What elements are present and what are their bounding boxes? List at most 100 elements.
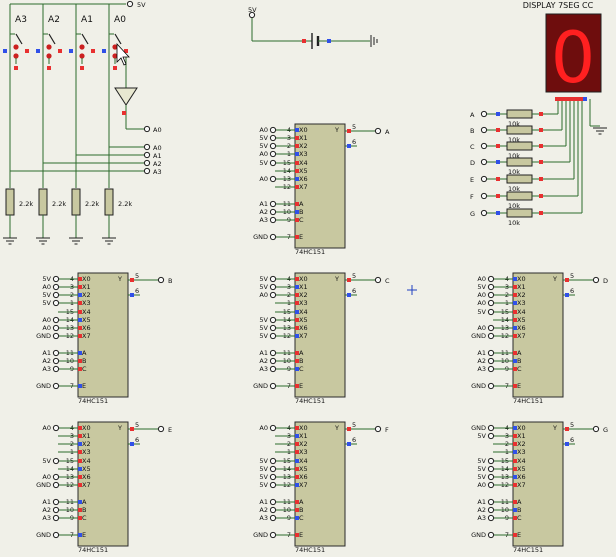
switch-a2[interactable]: A2: [36, 4, 62, 70]
segment-terminal[interactable]: [480, 142, 488, 150]
mux-input-terminal[interactable]: [269, 283, 277, 291]
bus-terminal[interactable]: [143, 159, 151, 167]
mux-select-terminal[interactable]: [487, 349, 495, 357]
mux-input-terminal[interactable]: [269, 142, 277, 150]
mux-output-terminal[interactable]: [157, 276, 165, 284]
mux-input-terminal[interactable]: [269, 481, 277, 489]
mux-input-terminal[interactable]: [487, 473, 495, 481]
mux-input-terminal[interactable]: [52, 473, 60, 481]
switch-a3[interactable]: A3: [3, 4, 29, 70]
mux-input-terminal[interactable]: [487, 481, 495, 489]
mux-input-terminal[interactable]: [487, 465, 495, 473]
mux-input-terminal[interactable]: [487, 308, 495, 316]
mux-input-terminal[interactable]: [487, 283, 495, 291]
mux-input-terminal[interactable]: [487, 324, 495, 332]
mux-select-terminal[interactable]: [269, 349, 277, 357]
mux-input-terminal[interactable]: [269, 150, 277, 158]
mux-input-terminal[interactable]: [52, 291, 60, 299]
segment-terminal[interactable]: [480, 158, 488, 166]
switch-a1[interactable]: A1: [69, 4, 95, 70]
mux-74hc151-f[interactable]: 74HC151X04X13X22X31X415X514X613X712A11B1…: [253, 421, 389, 554]
segment-terminal[interactable]: [480, 126, 488, 134]
mux-input-terminal[interactable]: [52, 316, 60, 324]
mux-output-terminal[interactable]: [592, 276, 600, 284]
mux-input-terminal[interactable]: [269, 175, 277, 183]
mux-input-terminal[interactable]: [52, 481, 60, 489]
mux-input-terminal[interactable]: [269, 457, 277, 465]
mux-input-terminal[interactable]: [269, 134, 277, 142]
mux-input-terminal[interactable]: [487, 275, 495, 283]
segment-terminal[interactable]: [480, 175, 488, 183]
buffer-output-terminal[interactable]: [143, 125, 151, 133]
bus-terminal[interactable]: [143, 167, 151, 175]
mux-input-terminal[interactable]: [52, 324, 60, 332]
mux-input-terminal[interactable]: [269, 316, 277, 324]
mux-input-terminal[interactable]: [52, 332, 60, 340]
mux-input-terminal[interactable]: [52, 457, 60, 465]
bus-terminal[interactable]: [143, 143, 151, 151]
mux-select-terminal[interactable]: [269, 506, 277, 514]
mux-74hc151-a[interactable]: 74HC151X04X13X22X31X415X514X613X712A11B1…: [253, 123, 390, 256]
segment-terminal[interactable]: [480, 110, 488, 118]
mux-input-terminal[interactable]: [52, 283, 60, 291]
power-terminal[interactable]: [126, 0, 134, 8]
mux-input-terminal[interactable]: [269, 291, 277, 299]
mux-select-terminal[interactable]: [52, 514, 60, 522]
mux-input-terminal[interactable]: [487, 457, 495, 465]
mux-input-terminal[interactable]: [52, 424, 60, 432]
mux-select-terminal[interactable]: [269, 216, 277, 224]
mux-output-terminal[interactable]: [374, 127, 382, 135]
mux-output-terminal[interactable]: [374, 425, 382, 433]
mux-select-terminal[interactable]: [487, 357, 495, 365]
mux-select-terminal[interactable]: [52, 357, 60, 365]
mux-input-terminal[interactable]: [269, 332, 277, 340]
mux-input-terminal[interactable]: [269, 126, 277, 134]
battery-terminal[interactable]: [248, 11, 256, 19]
mux-enable-terminal[interactable]: [269, 233, 277, 241]
mux-input-terminal[interactable]: [269, 465, 277, 473]
mux-select-terminal[interactable]: [52, 365, 60, 373]
mux-select-terminal[interactable]: [269, 357, 277, 365]
mux-74hc151-e[interactable]: 74HC151X04X13X22X31X415X514X613X712A11B1…: [36, 421, 172, 554]
mux-input-terminal[interactable]: [487, 424, 495, 432]
mux-select-terminal[interactable]: [52, 349, 60, 357]
mux-select-terminal[interactable]: [269, 514, 277, 522]
mux-74hc151-d[interactable]: 74HC151X04X13X22X31X415X514X613X712A11B1…: [471, 272, 608, 405]
mux-input-terminal[interactable]: [52, 299, 60, 307]
mux-select-terminal[interactable]: [269, 365, 277, 373]
mux-select-terminal[interactable]: [269, 208, 277, 216]
mux-enable-terminal[interactable]: [487, 382, 495, 390]
mux-74hc151-g[interactable]: 74HC151X04X13X22X31X415X514X613X712A11B1…: [471, 421, 608, 554]
mux-input-terminal[interactable]: [269, 324, 277, 332]
mux-input-terminal[interactable]: [269, 159, 277, 167]
mux-select-terminal[interactable]: [52, 498, 60, 506]
mux-input-terminal[interactable]: [487, 299, 495, 307]
mux-enable-terminal[interactable]: [269, 531, 277, 539]
mux-select-terminal[interactable]: [52, 506, 60, 514]
mux-input-terminal[interactable]: [269, 424, 277, 432]
mux-output-terminal[interactable]: [157, 425, 165, 433]
mux-enable-terminal[interactable]: [52, 382, 60, 390]
mux-input-terminal[interactable]: [269, 275, 277, 283]
mux-select-terminal[interactable]: [487, 498, 495, 506]
mux-output-terminal[interactable]: [374, 276, 382, 284]
mux-select-terminal[interactable]: [269, 200, 277, 208]
mux-select-terminal[interactable]: [487, 514, 495, 522]
mux-select-terminal[interactable]: [487, 365, 495, 373]
mux-enable-terminal[interactable]: [269, 382, 277, 390]
mux-enable-terminal[interactable]: [52, 531, 60, 539]
mux-input-terminal[interactable]: [487, 332, 495, 340]
mux-select-terminal[interactable]: [269, 498, 277, 506]
mux-enable-terminal[interactable]: [487, 531, 495, 539]
segment-terminal[interactable]: [480, 192, 488, 200]
segment-terminal[interactable]: [480, 209, 488, 217]
mux-output-terminal[interactable]: [592, 425, 600, 433]
mux-74hc151-c[interactable]: 74HC151X04X13X22X31X415X514X613X712A11B1…: [253, 272, 390, 405]
mux-74hc151-b[interactable]: 74HC151X04X13X22X31X415X514X613X712A11B1…: [36, 272, 172, 405]
mux-select-terminal[interactable]: [487, 506, 495, 514]
mux-input-terminal[interactable]: [52, 275, 60, 283]
bus-terminal[interactable]: [143, 151, 151, 159]
mux-input-terminal[interactable]: [487, 291, 495, 299]
mux-input-terminal[interactable]: [487, 432, 495, 440]
